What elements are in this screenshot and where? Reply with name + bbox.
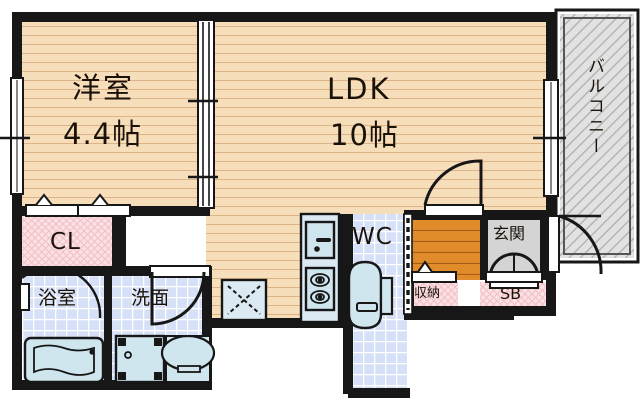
washing-machine-icon <box>114 334 166 384</box>
room-label-shoebox: SB <box>500 284 522 303</box>
wall-ldk-right-seg <box>546 206 556 220</box>
closet-doors <box>25 193 131 217</box>
wall-genkan-left <box>480 214 488 280</box>
wall-bottom-shoebox <box>470 306 556 316</box>
room-floor-balcony <box>560 14 634 258</box>
balcony-door <box>533 79 566 197</box>
room-floor-ldk <box>206 18 550 214</box>
wall-partition-cl <box>118 216 126 268</box>
room-label-toilet: WC <box>352 224 393 250</box>
wall-hall-bottom-left <box>404 306 482 316</box>
room-floor-closet <box>18 214 122 274</box>
window-left <box>0 77 30 195</box>
bathtub-icon <box>23 336 105 384</box>
wall-left <box>12 12 22 390</box>
storage-door <box>411 260 457 283</box>
shoebox-door <box>485 271 543 283</box>
vanity-sink-icon <box>160 334 216 383</box>
wall-ldk-bottom <box>206 318 218 328</box>
room-label-ldk: LDK <box>327 72 391 106</box>
room-label-washroom: 洗面 <box>131 287 170 309</box>
genkan-door <box>547 214 603 275</box>
room-floor-wc-upper <box>348 214 408 258</box>
fixtures <box>23 212 394 384</box>
room-label-storage: 収納 <box>414 286 441 301</box>
wc-door <box>403 213 413 315</box>
ldk-door <box>423 159 484 217</box>
kitchen-sink-icon <box>304 220 336 260</box>
kitchen-unit <box>299 212 341 324</box>
gas-stove-icon <box>304 266 336 312</box>
room-area-washitsu: 4.4帖 <box>63 117 143 151</box>
toilet-icon <box>347 260 394 330</box>
room-label-genkan: 玄関 <box>493 224 526 243</box>
wall-bottom-mid <box>202 318 312 328</box>
wall-top <box>12 12 556 22</box>
room-floor-storage <box>412 282 458 310</box>
room-floor-washitsu <box>18 18 206 214</box>
room-area-ldk: 10帖 <box>330 118 399 152</box>
wall-bath-washroom <box>104 272 112 388</box>
wall-closet-right <box>112 216 122 268</box>
washer-space-marker <box>220 278 268 322</box>
room-floor-genkan <box>488 218 544 280</box>
bath-door <box>19 266 102 319</box>
wall-closet-bottom <box>12 266 212 276</box>
wall-bottom-wc <box>348 388 410 398</box>
wall-genkan-right <box>540 214 548 280</box>
room-label-washitsu: 洋室 <box>72 71 135 105</box>
room-label-balcony: バルコニー <box>584 57 604 157</box>
washroom-door <box>149 265 211 326</box>
room-label-closet: CL <box>50 229 81 255</box>
openings <box>0 19 603 326</box>
room-label-bath: 浴室 <box>38 287 77 309</box>
sliding-partition <box>188 19 218 209</box>
